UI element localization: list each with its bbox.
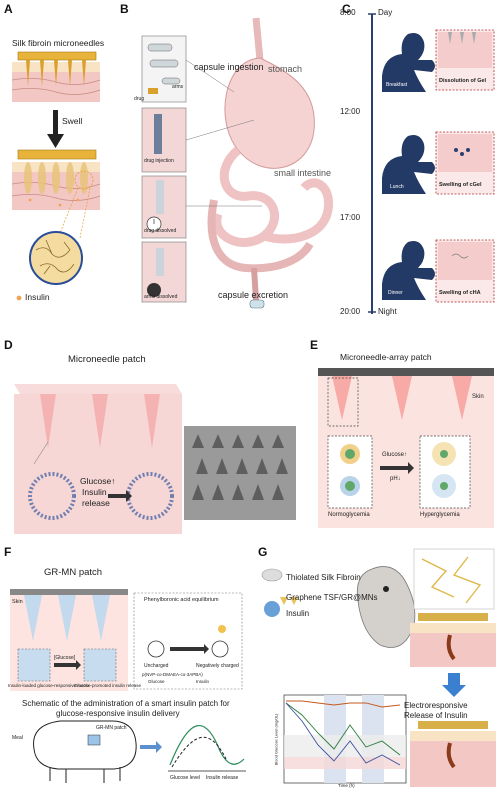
panel-f-patch: GR-MN patch: [96, 725, 127, 731]
panel-e-ph: pH↓: [390, 476, 401, 482]
panel-d-glucose: Glucose↑: [80, 476, 116, 486]
panel-f-leg-glucose: Glucose: [148, 679, 165, 684]
panel-g-silk: Thiolated Silk Fibroin: [286, 573, 361, 582]
panel-f-schematic-1: Schematic of the administration of a sma…: [22, 699, 230, 708]
panel-f-uncharged: Uncharged: [144, 663, 169, 669]
panel-g-label: G: [258, 545, 268, 559]
panel-e-title: Microneedle-array patch: [340, 352, 432, 362]
panel-a-label: A: [4, 2, 13, 16]
panel-b-small-intestine: small intestine: [274, 168, 332, 178]
panel-e-illustration: [318, 368, 494, 528]
panel-b-step-dissolved: drug dissolved: [144, 228, 177, 234]
panel-c-caption-3: Swelling of cHA: [439, 290, 481, 296]
panel-c: C 8:00 Day 12:00 17:00 20:00 Night Break…: [340, 0, 500, 320]
panel-b-label: B: [120, 2, 129, 16]
panel-d-title: Microneedle patch: [68, 354, 146, 365]
panel-g-electro-2: Release of Insulin: [404, 711, 468, 720]
panel-f-glucose-bracket: [Glucose]: [54, 655, 76, 661]
panel-c-illustration: [368, 13, 495, 314]
panel-d-illustration: [14, 384, 296, 534]
panel-c-time-4: 20:00: [340, 307, 361, 316]
panel-a-illustration: [11, 51, 101, 301]
panel-b-arms: arms: [172, 84, 184, 90]
panel-b-drug: drug: [134, 96, 145, 102]
panel-g-graphene: Graphene TSF/GR@MNs: [286, 593, 378, 602]
panel-f-meal: Meal: [12, 735, 23, 741]
panel-f-insulin-release: Insulin release: [206, 775, 239, 781]
panel-d-release: release: [82, 498, 110, 508]
panel-c-label: C: [342, 2, 351, 16]
panel-c-time-2: 12:00: [340, 107, 361, 116]
panel-c-night: Night: [378, 307, 397, 316]
panel-c-meal-breakfast: Breakfast: [386, 82, 408, 88]
panel-c-meal-dinner: Dinner: [388, 290, 403, 296]
panel-f-schematic-2: glucose-responsive insulin delivery: [56, 709, 180, 718]
panel-f-label: F: [4, 545, 12, 559]
panel-g-illustration: [261, 548, 496, 787]
panel-c-time-1: 8:00: [340, 8, 356, 17]
panel-e-skin: Skin: [472, 394, 484, 400]
panel-f-glucose-level: Glucose level: [170, 775, 201, 781]
panel-c-caption-1: Dissolution of Gel: [439, 78, 487, 84]
panel-e-hyper: Hyperglycemia: [420, 512, 460, 518]
panel-c-caption-2: Swelling of cGel: [439, 182, 482, 188]
panel-b: B capsule ingestion stomach small intest…: [114, 0, 340, 320]
panel-g-xlabel: Time (h): [338, 783, 355, 788]
panel-f-skin: Skin: [12, 599, 23, 605]
panel-g: G Thiolated Silk Fibroin Graphene TSF/GR…: [254, 545, 500, 793]
panel-d-insulin: Insulin: [82, 487, 107, 497]
panel-f-leg-insulin: Insulin: [196, 679, 210, 684]
panel-e: E Microneedle-array patch Skin Glucose↑ …: [306, 338, 500, 538]
panel-c-time-3: 17:00: [340, 213, 361, 222]
panel-b-illustration: [141, 17, 334, 309]
panel-g-ylabel: Blood Glucose Level (mg/dL): [273, 713, 279, 766]
panel-e-normo: Normoglycemia: [328, 512, 370, 518]
panel-d: D Microneedle patch Glucose↑ Insulin rel…: [0, 338, 300, 538]
panel-a-insulin-legend: Insulin: [25, 292, 50, 302]
panel-c-day: Day: [378, 8, 393, 17]
panel-e-label: E: [310, 338, 319, 352]
panel-f-neg-charged: Negatively charged: [196, 663, 239, 669]
panel-g-electro-1: Electroresponsive: [404, 701, 468, 710]
panel-d-label: D: [4, 338, 13, 352]
panel-g-insulin: Insulin: [286, 609, 310, 618]
panel-a-title: Silk fibroin microneedles: [12, 38, 105, 48]
panel-a: A Silk fibroin microneedles: [0, 0, 112, 320]
panel-c-meal-lunch: Lunch: [390, 184, 404, 190]
panel-e-glucose: Glucose↑: [382, 452, 408, 458]
panel-f-polymer: p(NVP-co-DMAEA-co-3APBA): [142, 672, 203, 677]
panel-f: F GR-MN patch Skin Phenylboronic acid eq…: [0, 545, 250, 793]
panel-f-matrix: Insulin-loaded glucose-responsive matrix: [8, 683, 90, 688]
panel-f-equilibrium: Phenylboronic acid equilibrium: [144, 597, 219, 603]
panel-f-title: GR-MN patch: [44, 567, 103, 578]
panel-b-step-arms: arms dissolved: [144, 294, 178, 300]
panel-f-promoted: Glucose-promoted insulin release: [74, 683, 142, 688]
panel-b-capsule-ingestion: capsule ingestion: [194, 62, 264, 72]
panel-f-illustration: [10, 589, 246, 783]
panel-a-swell-label: Swell: [62, 116, 83, 126]
panel-b-stomach: stomach: [268, 64, 303, 74]
panel-b-capsule-excretion: capsule excretion: [218, 290, 289, 300]
panel-b-step-injection: drug injection: [144, 158, 174, 164]
